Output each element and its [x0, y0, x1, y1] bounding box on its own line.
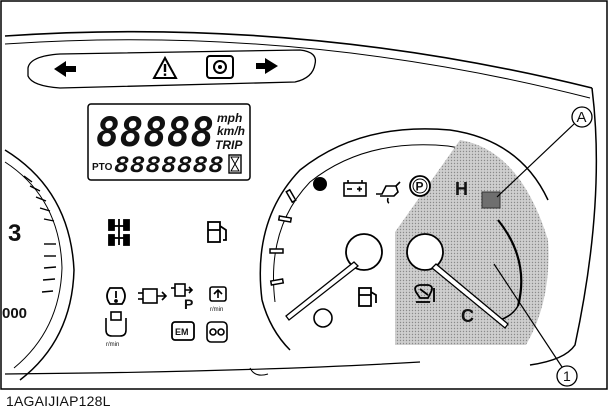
- pto-regen-p-letter: P: [184, 296, 193, 312]
- left-needle: [285, 261, 359, 321]
- tach-scale-3: 3: [8, 220, 21, 247]
- cold-indicator-lamp: [313, 308, 333, 328]
- engine-warning-icon: [106, 287, 126, 305]
- coolant-temp-icon: [414, 284, 435, 303]
- fuel-level-icon: [358, 287, 377, 307]
- glow-plug-icon: [105, 311, 127, 337]
- left-turn-arrow-icon: [54, 61, 76, 77]
- lcd-pto-label: PTO: [92, 162, 113, 173]
- parking-brake-p-icon: P: [409, 175, 431, 197]
- dash-right-edge: [529, 87, 598, 366]
- lcd-unit-mph: mph: [217, 111, 242, 125]
- hot-zone-arc: [497, 219, 523, 307]
- dpf-icon: [206, 321, 228, 343]
- pto-rpm-unit-text: r/min: [210, 307, 223, 313]
- hazard-triangle-icon: [152, 55, 178, 79]
- lcd-unit-trip: TRIP: [215, 138, 243, 152]
- hot-indicator-lamp: [313, 177, 327, 191]
- dash-bottom-edge-2: [249, 367, 269, 376]
- pto-regen-icon: [171, 283, 194, 297]
- pto-rpm-icon: [209, 286, 227, 302]
- battery-icon: [343, 180, 367, 197]
- dash-outer-outline: [4, 30, 593, 89]
- figure-frame: [0, 0, 608, 390]
- oil-pressure-icon: [376, 181, 401, 204]
- tachometer-rim-inner: [4, 161, 63, 369]
- tachometer-ticks: [23, 175, 57, 293]
- dash-bottom-edge: [4, 361, 421, 375]
- callout-1-number: 1: [563, 368, 571, 384]
- lcd-hourglass-icon: [228, 154, 242, 174]
- lcd-main-digits: 88888: [96, 110, 214, 156]
- parking-brake-gear-icon: [206, 55, 234, 79]
- engine-em-icon: EM: [171, 321, 195, 341]
- gauge-hot-label: H: [455, 179, 468, 199]
- callout-a-leader: [496, 123, 575, 198]
- gauge-ticks: [269, 188, 297, 286]
- right-turn-arrow-icon: [256, 58, 278, 74]
- svg-text:EM: EM: [175, 327, 189, 337]
- lcd-display: [87, 103, 251, 181]
- lcd-unit-kmh: km/h: [217, 124, 245, 138]
- callout-1-circle: [556, 365, 578, 387]
- temp-needle-pivot: [406, 233, 444, 271]
- regen-icon: [138, 288, 168, 304]
- callout-a-circle: [571, 106, 593, 128]
- tachometer-rim: [4, 149, 75, 381]
- callout-1-leader: [493, 263, 563, 368]
- dash-outer-outline-2: [4, 39, 591, 99]
- tach-scale-000: 000: [2, 305, 27, 322]
- gauge-bezel-bottom: [261, 299, 291, 351]
- callout-a-letter: A: [577, 109, 587, 126]
- gauge-cold-label: C: [461, 306, 474, 326]
- glow-plug-unit-text: r/min: [106, 342, 119, 348]
- diff-lock-icon: [108, 219, 130, 246]
- figure-reference-code: 1AGAIJIAP128L: [6, 393, 111, 409]
- fuel-pump-icon: [207, 221, 227, 243]
- left-needle-pivot: [345, 233, 383, 271]
- lcd-sub-digits: 8888888: [114, 153, 224, 177]
- temp-needle: [431, 263, 509, 329]
- gauge-bezel-outer: [259, 128, 549, 301]
- hot-zone-marker: [481, 191, 501, 209]
- svg-text:P: P: [416, 180, 424, 194]
